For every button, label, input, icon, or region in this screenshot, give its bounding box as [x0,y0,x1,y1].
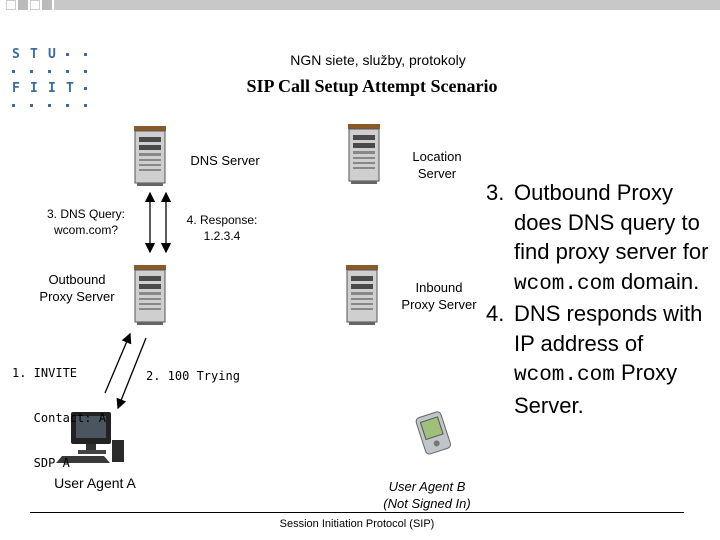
invite-label: 1. INVITE Contact: A SDP A [12,336,106,486]
logo-letter: F [12,81,20,96]
location-server-label: Location Server [392,148,482,182]
accent-square [18,0,28,10]
footer: Session Initiation Protocol (SIP) [0,518,720,530]
logo-letter: U [48,47,56,62]
logo-dot [66,70,69,73]
side-note-text: DNS responds with IP address of [514,301,703,356]
inbound-proxy-label: Inbound Proxy Server [388,279,490,313]
user-agent-b-label: User Agent B (Not Signed In) [365,478,489,512]
dns-server-label: DNS Server [190,153,260,168]
dns-server-icon [133,125,167,187]
invite-arrow [104,332,132,394]
footer-text: Session Initiation Protocol (SIP) [279,518,435,530]
course-heading: NGN siete, služby, protokoly [0,52,720,68]
outbound-proxy-icon [133,264,167,326]
label-line: User Agent B [388,479,466,494]
label-line: Proxy Server [39,289,115,304]
side-note-number: 3. [486,180,505,205]
logo-row: S T U [12,46,102,63]
logo-letter: I [30,81,38,96]
logo-letter [48,63,66,80]
logo-letter [84,80,102,97]
side-note-text: Outbound Proxy does DNS query to find pr… [514,180,709,264]
logo-letter [30,97,48,114]
stu-fiit-logo: S T U F I I T [12,46,102,112]
accent-square [6,0,16,10]
response-label: 4. Response: 1.2.3.4 [174,212,270,244]
logo-letter [12,97,30,114]
side-note: 3. Outbound Proxy does DNS query to find… [486,178,716,299]
logo-dot [48,70,51,73]
top-accent-bar [0,0,720,10]
inbound-proxy-icon [345,264,379,326]
accent-square [30,0,40,10]
logo-dot [48,104,51,107]
logo-letter: T [66,81,74,96]
logo-letter [84,46,102,63]
user-agent-a-label: User Agent A [54,475,136,491]
logo-letter [30,63,48,80]
logo-letter [12,63,30,80]
label-line: Contact: A [12,411,106,425]
side-note-number: 4. [486,301,505,326]
side-note-text: Proxy Server. [514,360,678,418]
logo-dot [84,53,87,56]
label-line: Server [417,166,457,181]
side-note-code: wcom.com [514,364,615,387]
logo-dot [84,104,87,107]
label-line: SDP A [12,456,70,470]
logo-row [12,97,102,114]
logo-dot [12,70,15,73]
accent-square [42,0,52,10]
logo-row: F I I T [12,80,102,97]
footer-rule [30,512,684,513]
logo-letter: I [48,81,56,96]
trying-label: 2. 100 Trying [146,369,240,383]
logo-row [12,63,102,80]
label-line: Outbound [48,272,106,287]
dns-query-label: 3. DNS Query: wcom.com? [34,206,138,238]
slide-title-text: SIP Call Setup Attempt Scenario [246,76,498,96]
outbound-proxy-label: Outbound Proxy Server [22,271,132,305]
logo-letter [84,63,102,80]
side-note: 4. DNS responds with IP address of wcom.… [486,299,716,420]
label-line: Location [412,149,462,164]
label-line: (Not Signed In) [383,496,471,511]
label-line: 1. INVITE [12,366,78,380]
logo-letter: S [12,47,20,62]
label-line: 1.2.3.4 [203,229,241,243]
logo-dot [30,104,33,107]
logo-letter [48,97,66,114]
accent-stripe [54,0,720,10]
logo-letter [66,63,84,80]
label-line: Inbound [415,280,463,295]
logo-dot [84,87,87,90]
pda-icon [415,411,452,455]
side-note-text: domain. [614,268,700,294]
logo-dot [66,104,69,107]
logo-dot [84,70,87,73]
computer-icon [56,412,124,463]
side-notes: 3. Outbound Proxy does DNS query to find… [486,178,716,420]
logo-dot [30,70,33,73]
logo-letter [84,97,102,114]
logo-letter: T [30,47,38,62]
label-line: Proxy Server [401,297,477,312]
trying-arrow [116,337,147,410]
location-server-icon [347,123,381,185]
logo-dot [12,104,15,107]
slide-title: SIP Call Setup Attempt Scenario [0,76,720,97]
label-line: wcom.com? [53,223,118,237]
label-line: 4. Response: [186,213,258,227]
course-heading-text: NGN siete, služby, protokoly [290,52,466,68]
side-note-code: wcom.com [514,272,615,296]
label-line: 3. DNS Query: [46,207,126,221]
logo-letter [66,97,84,114]
logo-dot [66,53,69,56]
logo-letter [66,46,84,63]
